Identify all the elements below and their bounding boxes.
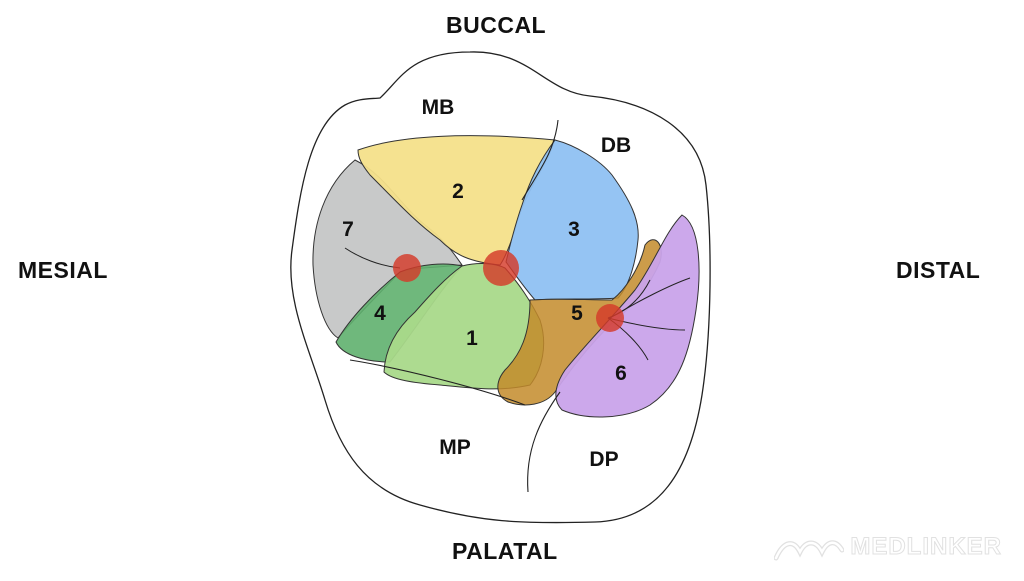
direction-label-buccal: BUCCAL bbox=[446, 12, 547, 38]
region-label-2: 2 bbox=[452, 180, 464, 203]
direction-label-distal: DISTAL bbox=[896, 257, 981, 283]
region-label-1: 1 bbox=[466, 327, 478, 350]
region-6 bbox=[555, 214, 700, 418]
direction-label-mesial: MESIAL bbox=[18, 257, 108, 283]
contact-point bbox=[596, 304, 624, 332]
region-label-6: 6 bbox=[615, 362, 627, 385]
contact-point bbox=[393, 254, 421, 282]
region-label-3: 3 bbox=[568, 218, 580, 241]
region-label-4: 4 bbox=[374, 302, 386, 325]
groove-line bbox=[349, 359, 526, 406]
cusp-label-mp: MP bbox=[439, 436, 471, 459]
medlinker-logo-icon bbox=[774, 540, 845, 561]
cusp-label-dp: DP bbox=[589, 448, 618, 471]
region-label-5: 5 bbox=[571, 302, 583, 325]
groove-line bbox=[527, 391, 561, 493]
tooth-outline bbox=[290, 51, 711, 524]
cusp-label-db: DB bbox=[601, 134, 631, 157]
region-label-7: 7 bbox=[342, 218, 354, 241]
contact-point bbox=[483, 250, 519, 286]
direction-label-palatal: PALATAL bbox=[452, 538, 558, 564]
groove-line bbox=[521, 119, 559, 201]
watermark-text: MEDLINKER bbox=[850, 533, 1002, 561]
watermark: MEDLINKER bbox=[774, 532, 1002, 562]
cusp-label-mb: MB bbox=[422, 96, 455, 119]
